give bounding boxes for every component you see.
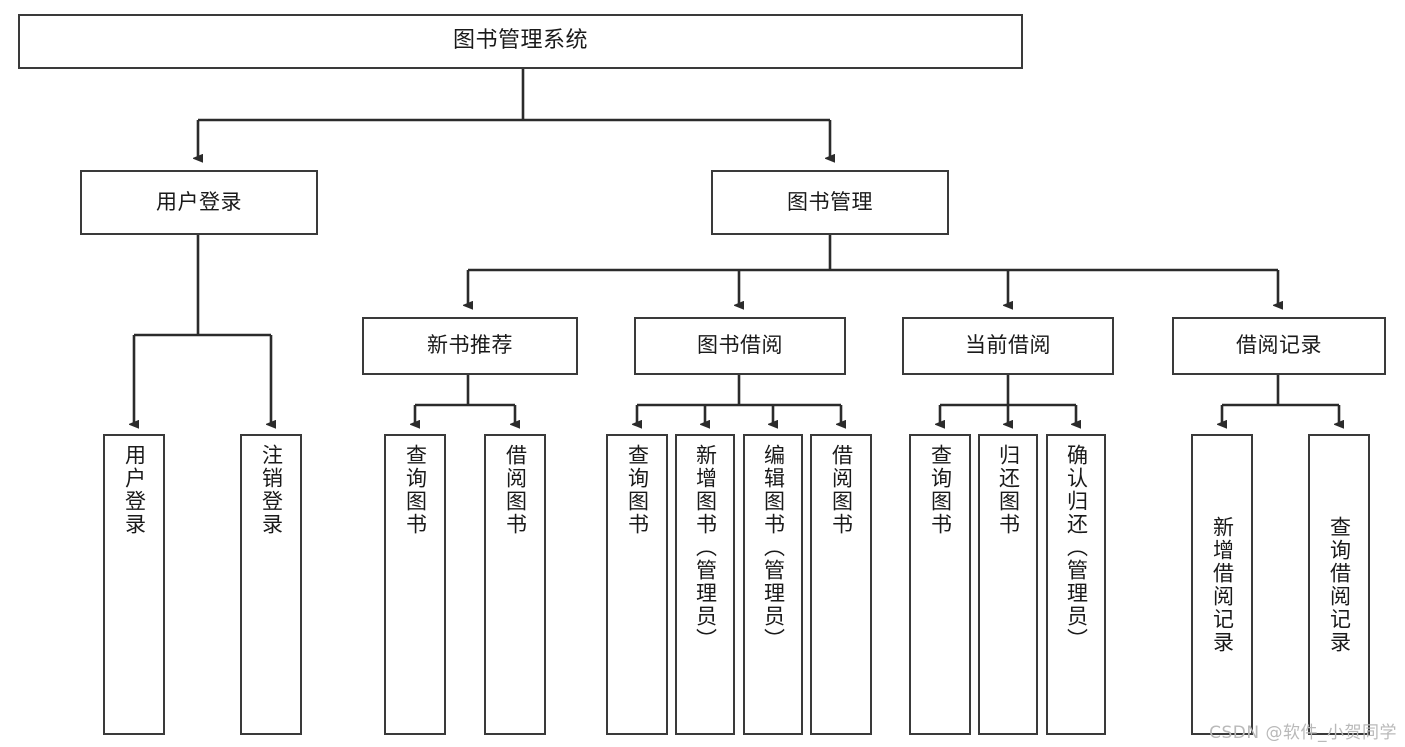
- leaf-book-borrow-borrow-book[interactable]: 借阅图书: [810, 434, 872, 735]
- node-label: 查询图书: [625, 444, 650, 536]
- node-label: 编辑图书（管理员）: [761, 444, 786, 651]
- leaf-new-book-query-book[interactable]: 查询图书: [384, 434, 446, 735]
- node-label: 借阅记录: [1236, 333, 1322, 358]
- leaf-book-borrow-add-book[interactable]: 新增图书（管理员）: [675, 434, 735, 735]
- node-label: 确认归还（管理员）: [1064, 444, 1089, 651]
- node-label: 新书推荐: [427, 333, 513, 358]
- node-label: 新增图书（管理员）: [693, 444, 718, 651]
- node-label: 图书借阅: [697, 333, 783, 358]
- node-label: 注销登录: [259, 444, 284, 536]
- node-label: 归还图书: [996, 444, 1021, 536]
- node-label: 查询图书: [928, 444, 953, 536]
- leaf-book-borrow-edit-book[interactable]: 编辑图书（管理员）: [743, 434, 803, 735]
- node-label: 新增借阅记录: [1210, 515, 1235, 654]
- leaf-borrow-record-add-record[interactable]: 新增借阅记录: [1191, 434, 1253, 735]
- leaf-current-borrow-query-book[interactable]: 查询图书: [909, 434, 971, 735]
- node-label: 查询图书: [403, 444, 428, 536]
- node-label: 图书管理: [787, 189, 873, 214]
- node-current-borrow[interactable]: 当前借阅: [902, 317, 1114, 375]
- leaf-current-borrow-return-book[interactable]: 归还图书: [978, 434, 1038, 735]
- leaf-book-borrow-query-book[interactable]: 查询图书: [606, 434, 668, 735]
- leaf-new-book-borrow-book[interactable]: 借阅图书: [484, 434, 546, 735]
- node-label: 当前借阅: [965, 333, 1051, 358]
- node-book-management[interactable]: 图书管理: [711, 170, 949, 235]
- leaf-current-borrow-confirm-return[interactable]: 确认归还（管理员）: [1046, 434, 1106, 735]
- node-book-borrow[interactable]: 图书借阅: [634, 317, 846, 375]
- leaf-user-login-logout[interactable]: 注销登录: [240, 434, 302, 735]
- csdn-watermark: CSDN @软件_小贺同学: [1209, 723, 1397, 743]
- node-label: 借阅图书: [503, 444, 528, 536]
- node-label: 借阅图书: [829, 444, 854, 536]
- node-label: 用户登录: [156, 189, 242, 214]
- node-label: 图书管理系统: [452, 28, 588, 54]
- node-label: 用户登录: [122, 444, 147, 536]
- leaf-borrow-record-query-record[interactable]: 查询借阅记录: [1308, 434, 1370, 735]
- node-user-login[interactable]: 用户登录: [80, 170, 318, 235]
- node-root-book-management-system[interactable]: 图书管理系统: [18, 14, 1023, 69]
- node-borrow-record[interactable]: 借阅记录: [1172, 317, 1386, 375]
- node-new-book-recommend[interactable]: 新书推荐: [362, 317, 578, 375]
- node-label: 查询借阅记录: [1327, 515, 1352, 654]
- leaf-user-login-login[interactable]: 用户登录: [103, 434, 165, 735]
